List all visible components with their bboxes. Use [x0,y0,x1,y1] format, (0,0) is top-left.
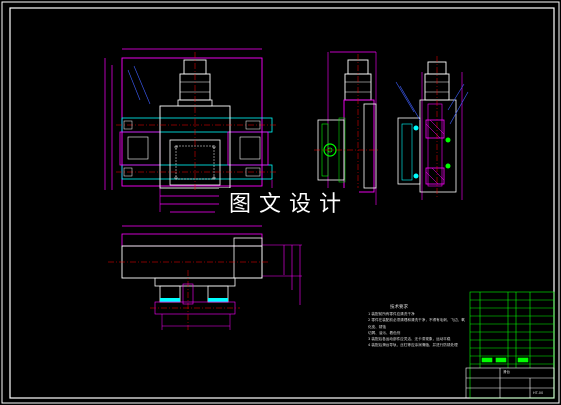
section-view [395,56,469,200]
side-view [314,51,380,205]
front-view [104,48,276,213]
drawing-name: 滑台 [503,370,510,374]
notes-item: 切屑、油污、着色剂 [368,330,401,335]
notes-item: 4 装配后滑台导轨、丝杠等应涂润滑脂，并进行防锈处理 [368,343,458,348]
drawing-code: HT-00 [533,391,544,395]
technical-notes: 技术要求 1 装配前所有零件应清洗干净 2 零件在装配前必须清理和清洗干净，不得… [368,305,468,348]
inner-frame [9,7,555,399]
notes-item: 3 装配后各运动部件应灵活、无卡滞现象，运动平稳 [368,337,451,342]
top-view [108,225,302,330]
notes-item: 1 装配前所有零件应清洗干净 [368,312,415,317]
notes-title: 技术要求 [390,305,408,310]
watermark-text: 图文设计 [219,188,359,222]
title-block [465,291,555,399]
notes-item: 2 零件在装配前必须清理和清洗干净，不得有毛刺、飞边、氧化皮、锈蚀 [368,318,465,329]
